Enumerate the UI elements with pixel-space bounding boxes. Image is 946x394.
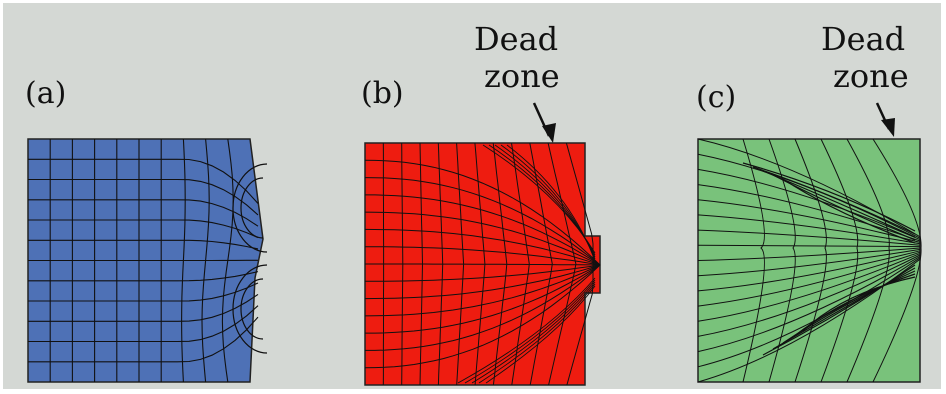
mesh-cross-c-3 [820,138,859,383]
mesh-line-b-h7 [365,263,601,266]
mesh-line-b-v2 [401,142,404,386]
mesh-line-b-v6 [474,142,486,386]
mesh-loop-a-2 [232,163,268,253]
dead-zone-label-c-line2: zone [833,57,909,95]
mesh-line-a-h5 [28,239,259,250]
mesh-line-b-v10 [547,142,577,386]
dead-zone-label-b-line2: zone [484,57,560,95]
mesh-line-a-h7 [28,271,259,282]
dead-zone-arrow-c [875,102,895,137]
mesh-line-a-v8 [201,138,210,383]
dead-zone-streak-c-top-0 [742,162,916,232]
mesh-line-b-v8 [511,142,530,386]
dead-zone-streak-b-top-4 [506,144,596,262]
mesh-loop-a-3 [232,264,268,354]
dead-zone-label-b: Dead zone [474,21,560,95]
mesh-line-b-h1 [364,159,601,266]
mesh-cross-c-1 [768,138,796,383]
panel-b-grid-lines [364,142,601,386]
mesh-cross-c-4 [846,138,890,383]
dead-zone-streak-b-bottom-1 [464,279,596,384]
mesh-line-a-h9 [28,293,259,322]
mesh-line-b-v7 [492,142,508,386]
panel-b-mesh [364,142,601,386]
mesh-line-b-h6 [365,246,601,266]
mesh-line-b-h4 [364,211,601,266]
mesh-ray-c-15 [697,257,921,368]
mesh-ray-c-2 [697,168,921,241]
mesh-line-a-v7 [181,138,186,383]
mesh-line-a-v9 [221,138,234,383]
mesh-cross-c-5 [872,138,922,383]
mesh-line-a-h3 [28,199,259,227]
mesh-ray-c-12 [697,253,921,322]
figure: (a) (b) (c) Dead zone Dead zone [3,3,941,389]
mesh-line-b-v4 [437,142,444,386]
mesh-line-b-v5 [456,142,465,386]
mesh-line-a-h4 [28,219,259,239]
mesh-loop-a-0 [240,177,264,239]
dead-zone-streak-c-top-4 [782,178,916,244]
mesh-line-a-h10 [28,305,259,343]
panel-label-b: (b) [361,76,404,111]
mesh-ray-c-0 [697,138,921,238]
mesh-ray-c-14 [697,255,921,353]
panel-c-grid-lines [697,138,922,383]
mesh-ray-c-13 [697,254,921,337]
panel-a-grid-lines [28,138,268,383]
mesh-ray-c-3 [697,184,921,242]
mesh-line-b-h3 [365,194,601,266]
mesh-line-b-h12 [365,264,601,351]
dead-zone-streak-b-bottom-4 [485,285,596,384]
dead-zone-label-c: Dead zone [821,21,909,95]
mesh-line-b-h11 [365,264,601,334]
mesh-line-b-h10 [364,264,601,317]
dead-zone-streak-c-bottom-3 [792,273,916,338]
panel-label-c: (c) [696,80,737,115]
mesh-line-a-h2 [28,178,259,216]
panel-c-mesh [697,138,922,383]
dead-zone-streak-c-bottom-4 [802,276,916,332]
dead-zone-streak-c-bottom-0 [762,264,916,356]
mesh-cross-c-0 [742,138,765,383]
dead-zone-streak-c-top-1 [752,166,916,235]
dead-zone-streak-b-bottom-2 [471,281,596,384]
panel-label-a: (a) [25,76,67,111]
mesh-loop-a-1 [240,278,264,340]
dead-zone-label-c-line1: Dead [821,20,906,58]
dead-zone-streak-b-bottom-0 [457,277,596,384]
mesh-line-a-h8 [28,282,259,302]
mesh-line-b-h13 [364,264,601,369]
dead-zone-streak-b-bottom-3 [478,283,596,384]
mesh-line-a-h11 [28,316,259,363]
mesh-diagram [27,102,922,386]
mesh-line-a-h1 [28,158,259,204]
panel-a-mesh [27,138,268,383]
mesh-line-b-h8 [365,264,601,282]
panel-c-body [697,138,921,383]
mesh-line-b-v11 [565,142,594,386]
dead-zone-arrow-b [532,102,556,143]
dead-zone-label-b-line1: Dead [474,20,559,58]
mesh-line-b-h2 [364,177,601,266]
mesh-line-b-v3 [419,142,424,386]
